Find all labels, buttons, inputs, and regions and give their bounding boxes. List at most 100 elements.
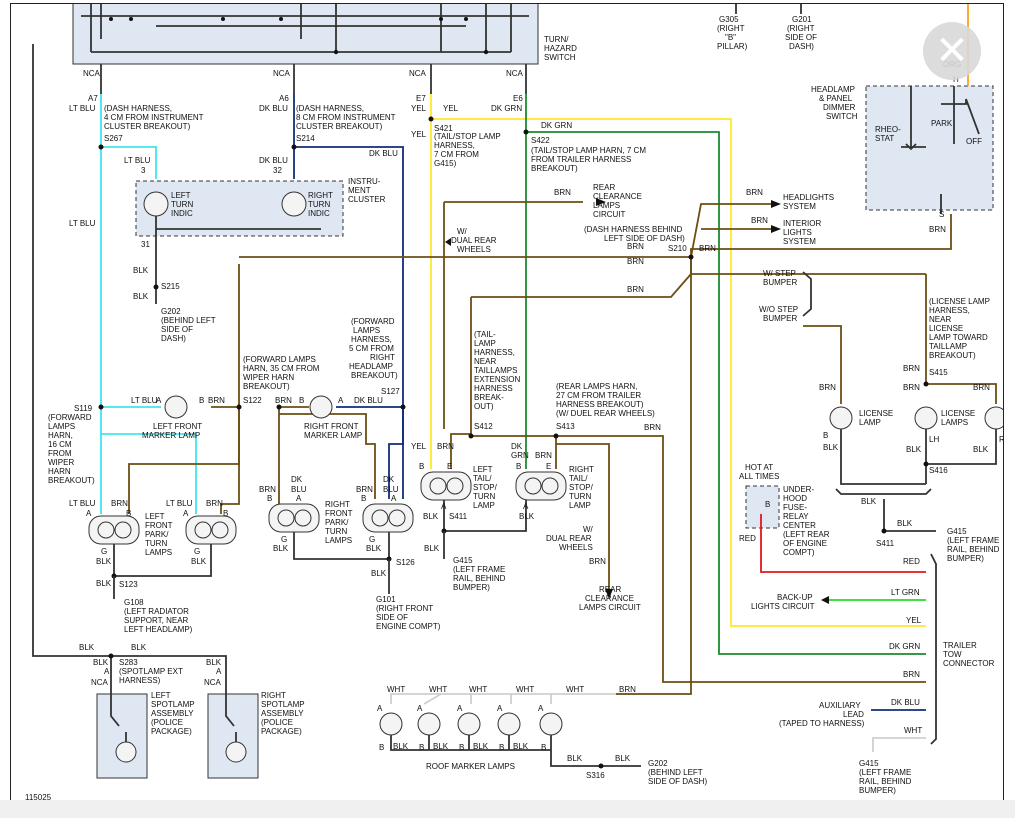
- svg-text:DK GRN: DK GRN: [541, 121, 572, 130]
- svg-text:DK: DK: [291, 475, 303, 484]
- svg-text:NCA: NCA: [273, 69, 291, 78]
- svg-text:BLK: BLK: [433, 742, 449, 751]
- svg-text:WHT: WHT: [516, 685, 534, 694]
- left-spotlamp: [96, 693, 148, 779]
- g305-label: G305(RIGHT"B"PILLAR): [717, 15, 748, 51]
- turn-hazard-switch: [72, 4, 539, 65]
- svg-text:LT BLU: LT BLU: [131, 396, 158, 405]
- svg-text:BRN: BRN: [589, 557, 606, 566]
- svg-text:LT BLU: LT BLU: [69, 499, 96, 508]
- svg-text:DK BLU: DK BLU: [354, 396, 383, 405]
- svg-text:B: B: [361, 494, 366, 503]
- svg-text:BRN: BRN: [627, 242, 644, 251]
- svg-text:A: A: [417, 704, 423, 713]
- svg-text:G: G: [101, 547, 107, 556]
- svg-text:RED: RED: [903, 557, 920, 566]
- svg-text:WHT: WHT: [387, 685, 405, 694]
- svg-text:S413: S413: [556, 422, 575, 431]
- svg-text:B: B: [516, 462, 521, 471]
- svg-text:BRN: BRN: [111, 499, 128, 508]
- svg-text:S119: S119: [74, 404, 93, 413]
- svg-text:BLK: BLK: [79, 643, 95, 652]
- instrument-cluster: [135, 180, 344, 237]
- svg-text:B: B: [823, 431, 828, 440]
- svg-text:BLK: BLK: [206, 658, 222, 667]
- svg-text:BRN: BRN: [644, 423, 661, 432]
- right-spotlamp: [207, 693, 259, 779]
- relay-center: [745, 485, 780, 529]
- svg-text:DK BLU: DK BLU: [891, 698, 920, 707]
- close-button[interactable]: ✕: [923, 22, 981, 80]
- close-icon: ✕: [935, 28, 969, 74]
- svg-text:BLK: BLK: [519, 512, 535, 521]
- svg-text:32: 32: [273, 166, 282, 175]
- svg-text:DK BLU: DK BLU: [259, 104, 288, 113]
- svg-text:A: A: [391, 494, 397, 503]
- svg-text:LT BLU: LT BLU: [166, 499, 193, 508]
- svg-text:BRN: BRN: [751, 216, 768, 225]
- svg-text:BLK: BLK: [366, 544, 382, 553]
- svg-text:G: G: [369, 535, 375, 544]
- svg-text:B: B: [379, 743, 384, 752]
- svg-text:BLK: BLK: [93, 658, 109, 667]
- svg-text:RED: RED: [739, 534, 756, 543]
- svg-text:NCA: NCA: [91, 678, 109, 687]
- svg-text:BRN: BRN: [627, 285, 644, 294]
- svg-text:BLK: BLK: [615, 754, 631, 763]
- svg-text:3: 3: [141, 166, 146, 175]
- svg-text:A: A: [338, 396, 344, 405]
- svg-text:A: A: [377, 704, 383, 713]
- svg-text:E6: E6: [513, 94, 523, 103]
- svg-text:B: B: [419, 462, 424, 471]
- svg-text:A: A: [216, 667, 222, 676]
- svg-text:A6: A6: [279, 94, 289, 103]
- svg-text:YEL: YEL: [906, 616, 922, 625]
- svg-text:S122: S122: [243, 396, 262, 405]
- svg-text:BLU: BLU: [291, 485, 307, 494]
- svg-text:BLK: BLK: [973, 445, 989, 454]
- svg-text:S421: S421: [434, 124, 453, 133]
- svg-text:B: B: [299, 396, 304, 405]
- svg-text:LH: LH: [929, 435, 939, 444]
- svg-text:BRN: BRN: [535, 451, 552, 460]
- svg-text:BRN: BRN: [259, 485, 276, 494]
- svg-text:BRN: BRN: [819, 383, 836, 392]
- svg-text:S210: S210: [668, 244, 687, 253]
- svg-text:BRN: BRN: [619, 685, 636, 694]
- svg-text:S214: S214: [296, 134, 315, 143]
- svg-text:BLK: BLK: [897, 519, 913, 528]
- svg-text:B: B: [459, 743, 464, 752]
- svg-text:LT BLU: LT BLU: [69, 104, 96, 113]
- svg-text:BLK: BLK: [191, 557, 207, 566]
- svg-text:B: B: [126, 509, 131, 518]
- roof-marker-lamps: [379, 693, 641, 767]
- svg-text:DK GRN: DK GRN: [491, 104, 522, 113]
- svg-text:BRN: BRN: [746, 188, 763, 197]
- svg-text:BLK: BLK: [96, 557, 112, 566]
- svg-text:BLK: BLK: [273, 544, 289, 553]
- rheostat-label: RHEO-STAT: [875, 125, 901, 143]
- svg-text:BLK: BLK: [133, 266, 149, 275]
- svg-text:DK: DK: [511, 442, 523, 451]
